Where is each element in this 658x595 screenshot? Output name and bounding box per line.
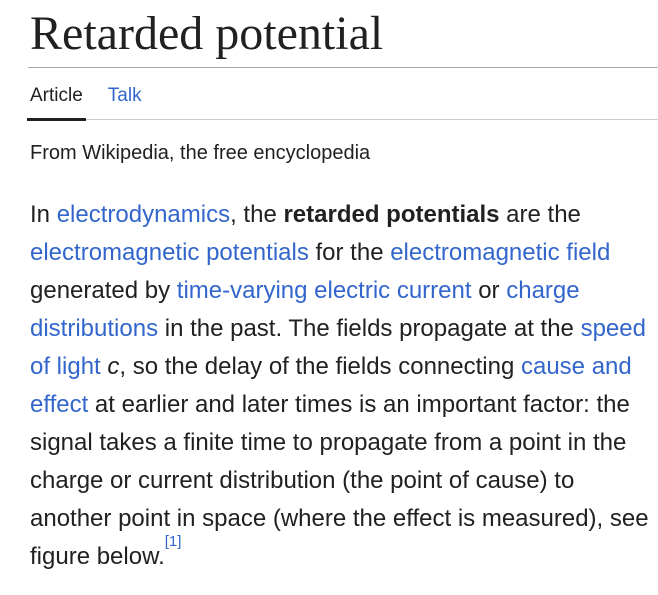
paragraph-line: signal takes a finite time to propagate … <box>30 424 658 462</box>
text-run: In <box>30 200 57 228</box>
paragraph-line: charge or current distribution (the poin… <box>30 462 658 500</box>
reference-link[interactable]: [1] <box>164 532 182 550</box>
text-run: , the <box>230 200 284 228</box>
page-title: Retarded potential <box>28 7 658 68</box>
reference-sup: [1] <box>165 533 182 550</box>
wiki-link[interactable]: cause and <box>520 352 632 380</box>
tab-article[interactable]: Article <box>27 84 86 121</box>
paragraph-line: another point in space (where the effect… <box>30 500 658 538</box>
italic-symbol: c <box>107 352 120 380</box>
wiki-link[interactable]: effect <box>30 390 89 418</box>
text-run: , so the delay of the fields connecting <box>119 352 521 380</box>
paragraph-line: generated by time-varying electric curre… <box>30 272 658 310</box>
namespace-tabs: Article Talk <box>27 84 658 121</box>
text-run: or <box>471 276 507 304</box>
paragraph-line: of light c, so the delay of the fields c… <box>30 348 658 386</box>
wiki-link[interactable]: time-varying electric current <box>176 276 472 304</box>
text-run: signal takes a finite time to propagate … <box>30 428 627 456</box>
text-run: at earlier and later times is an importa… <box>88 390 630 418</box>
wiki-link[interactable]: charge <box>506 276 580 304</box>
wiki-link[interactable]: speed <box>580 314 646 342</box>
paragraph-line: electromagnetic potentials for the elect… <box>30 234 658 272</box>
text-run: in the past. The fields propagate at the <box>158 314 581 342</box>
text-run: another point in space (where the effect… <box>30 504 649 532</box>
tab-talk[interactable]: Talk <box>107 84 142 106</box>
text-run: are the <box>499 200 581 228</box>
bold-term: retarded potentials <box>283 200 500 228</box>
article-page: Retarded potential Article Talk From Wik… <box>27 7 658 576</box>
paragraph-line: distributions in the past. The fields pr… <box>30 310 658 348</box>
article-paragraph: In electrodynamics, the retarded potenti… <box>28 196 658 576</box>
wiki-link[interactable]: electrodynamics <box>56 200 231 228</box>
paragraph-line: figure below.[1] <box>30 534 658 576</box>
paragraph-line: effect at earlier and later times is an … <box>30 386 658 424</box>
text-run: figure below. <box>30 542 165 570</box>
text-run: generated by <box>30 276 177 304</box>
wiki-link[interactable]: of light <box>30 352 101 380</box>
paragraph-line: In electrodynamics, the retarded potenti… <box>30 196 658 234</box>
site-subtitle: From Wikipedia, the free encyclopedia <box>30 141 371 164</box>
text-run: charge or current distribution (the poin… <box>30 466 575 494</box>
text-run: for the <box>308 238 391 266</box>
wiki-link[interactable]: distributions <box>30 314 159 342</box>
wiki-link[interactable]: electromagnetic potentials <box>30 238 309 266</box>
wiki-link[interactable]: electromagnetic field <box>390 238 611 266</box>
